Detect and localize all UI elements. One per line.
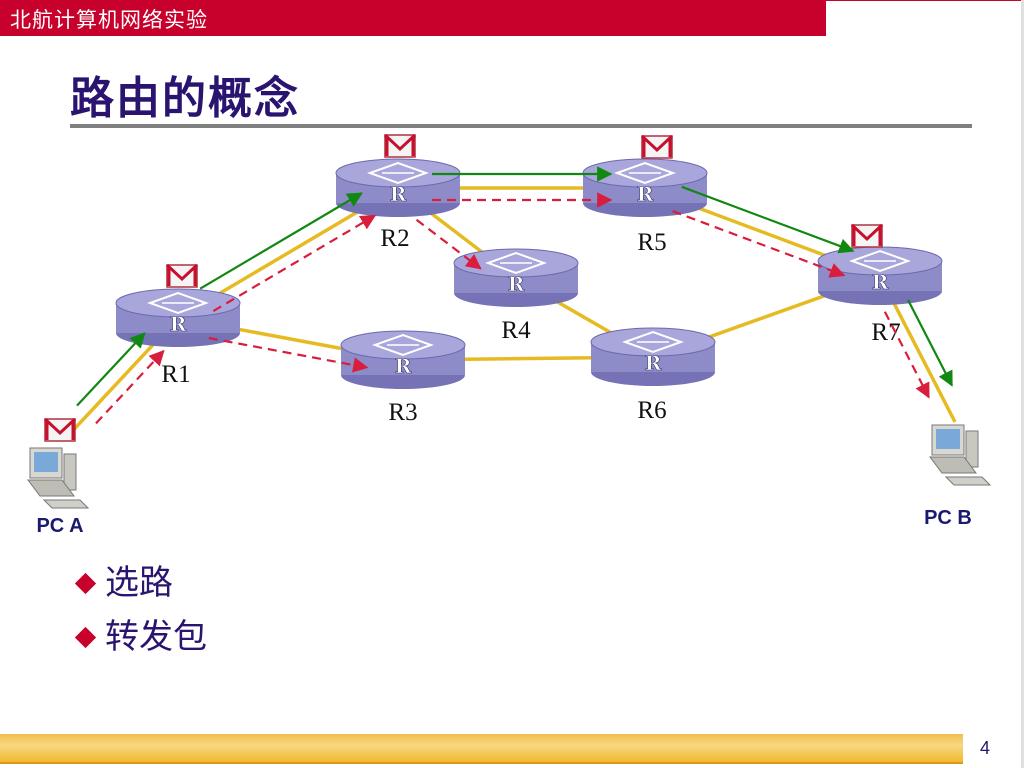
route-hop-PCA-R1 <box>76 332 146 407</box>
packet-hop-PCA-R1 <box>95 349 165 425</box>
router-glyph: R <box>390 182 407 206</box>
router-label: R4 <box>501 317 531 344</box>
header-rule <box>826 0 1024 1</box>
bullet-text: 转发包 <box>105 617 207 657</box>
envelope-icon <box>383 133 417 158</box>
router-r4: R R4 <box>453 248 579 344</box>
packet-hop-R2-R4 <box>415 218 482 270</box>
host-pcb: PC B <box>924 424 992 529</box>
router-label: R1 <box>161 361 190 388</box>
router-r1: R R1 <box>115 288 241 388</box>
packet-hop-R5-R7 <box>672 210 846 278</box>
router-glyph: R <box>872 270 889 294</box>
footer-rule <box>0 762 963 764</box>
diamond-bullet-icon <box>74 572 97 594</box>
envelope-icon <box>165 263 199 288</box>
router-glyph: R <box>637 182 654 206</box>
bullet-item-packet-forwarding: 转发包 <box>72 610 207 664</box>
router-glyph: R <box>170 312 187 336</box>
router-label: R6 <box>637 397 666 424</box>
bullet-text: 选路 <box>105 563 173 603</box>
route-hop-R5-R7 <box>681 185 855 254</box>
route-selection-arrows <box>76 166 953 407</box>
host-label: PC A <box>36 515 83 537</box>
router-arrows-icon <box>485 251 547 275</box>
router-glyph: R <box>645 351 662 375</box>
packet-forwarding-arrows <box>95 192 930 425</box>
page-number: 4 <box>980 738 991 758</box>
envelope-icon <box>850 223 884 248</box>
router-arrows-icon <box>849 249 911 273</box>
bullet-list: 选路 转发包 <box>72 556 207 664</box>
router-arrows-icon <box>372 333 434 357</box>
envelope-icon <box>43 417 77 442</box>
router-glyph: R <box>395 354 412 378</box>
router-label: R5 <box>637 229 666 256</box>
desktop-computer-icon <box>929 424 992 486</box>
header-bar: 北航计算机网络实验 <box>0 0 826 36</box>
router-arrows-icon <box>622 330 684 354</box>
footer-bar <box>0 734 963 762</box>
bullet-item-route-selection: 选路 <box>72 556 207 610</box>
router-glyph: R <box>508 272 525 296</box>
route-hop-R7-PCB <box>907 299 953 387</box>
title-underline <box>70 124 972 128</box>
router-label: R3 <box>388 399 417 426</box>
packet-hop-R1-R2 <box>212 214 377 312</box>
desktop-computer-icon <box>27 447 90 509</box>
router-arrows-icon <box>367 161 429 185</box>
slide-title: 路由的概念 <box>70 73 300 124</box>
packet-icons <box>43 133 884 442</box>
diamond-bullet-icon <box>74 626 97 648</box>
right-edge-rule <box>1021 0 1024 768</box>
router-label: R2 <box>380 225 409 252</box>
host-pca: PC A <box>27 447 90 537</box>
router-r3: R R3 <box>340 330 466 426</box>
packet-hop-R1-R3 <box>208 336 369 373</box>
host-label: PC B <box>924 507 972 529</box>
router-arrows-icon <box>147 291 209 315</box>
router-arrows-icon <box>614 161 676 185</box>
router-r6: R R6 <box>590 327 716 424</box>
course-title: 北航计算机网络实验 <box>10 8 208 32</box>
packet-hop-R7-PCB <box>883 311 930 399</box>
route-hop-R1-R2 <box>199 192 363 290</box>
envelope-icon <box>640 134 674 159</box>
